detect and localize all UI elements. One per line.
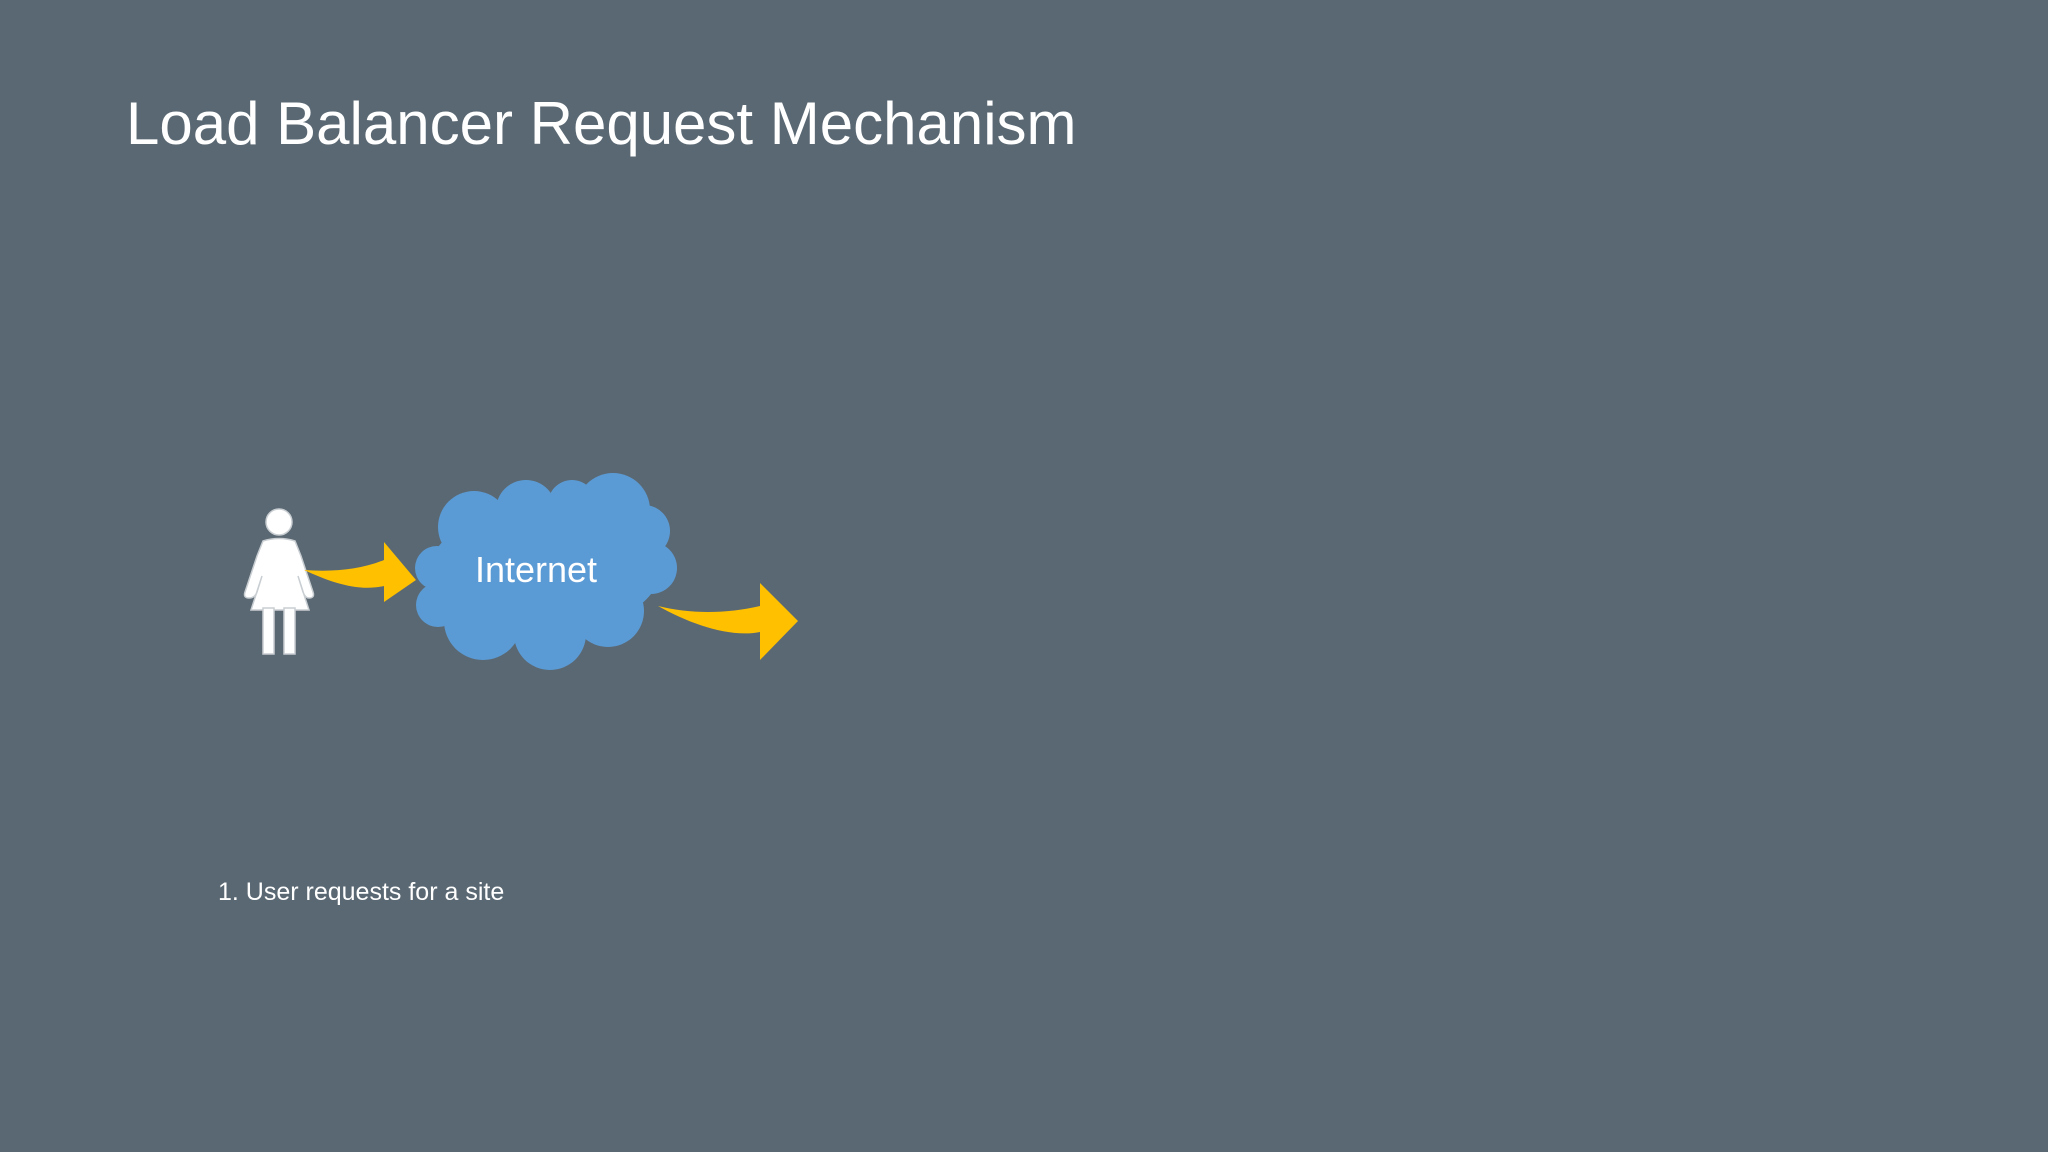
- request-arrow-icon: [304, 542, 416, 602]
- forward-arrow-icon: [658, 583, 798, 660]
- user-icon: [243, 508, 315, 655]
- internet-cloud-icon: [415, 473, 677, 670]
- step-caption: 1. User requests for a site: [218, 878, 505, 906]
- slide-title: Load Balancer Request Mechanism: [126, 90, 1077, 157]
- cloud-label: Internet: [474, 549, 598, 590]
